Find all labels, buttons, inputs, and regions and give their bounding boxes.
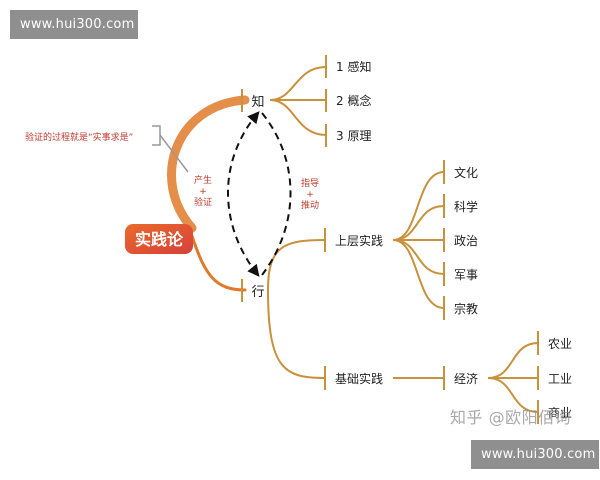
branch-upper-children — [392, 160, 445, 320]
attribution-watermark: 知乎 @欧阳佰询 — [450, 408, 572, 427]
economy-child-industry: 工业 — [548, 372, 572, 386]
upper-child-politics: 政治 — [454, 234, 478, 248]
produce-verify-line-3: 验证 — [194, 196, 212, 208]
branch-know-children — [269, 66, 327, 136]
know-child-3: 3 原理 — [336, 129, 371, 143]
base-practice-node: 基础实践 — [335, 371, 383, 386]
guide-drive-line-1: 指导 — [301, 177, 319, 189]
verify-callout — [152, 125, 189, 173]
site-watermark-bottom: www.hui300.com — [471, 440, 599, 469]
know-child-2: 2 概念 — [336, 93, 371, 108]
upper-child-military: 军事 — [454, 268, 478, 282]
practice-node: 行 — [251, 285, 264, 300]
base-child-economy: 经济 — [454, 371, 478, 386]
produce-verify-line-1: 产生 — [194, 174, 212, 186]
know-node: 知 — [251, 94, 264, 110]
upper-child-culture: 文化 — [454, 165, 478, 180]
root-node: 实践论 — [135, 230, 184, 249]
guide-drive-line-3: 推动 — [301, 199, 319, 211]
economy-child-agriculture: 农业 — [548, 337, 572, 351]
know-bracket-boxes — [241, 55, 327, 302]
branch-practice-children — [267, 228, 326, 390]
know-child-1: 1 感知 — [336, 59, 371, 74]
produce-verify-line-2: + — [199, 187, 207, 197]
upper-child-science: 科学 — [454, 199, 478, 214]
branch-base-children — [393, 331, 539, 424]
root-stem — [167, 95, 250, 292]
economy-child-commerce: 商业 — [548, 405, 572, 420]
upper-child-religion: 宗教 — [454, 301, 478, 316]
root-node-box — [125, 224, 193, 254]
upper-practice-node: 上层实践 — [335, 233, 383, 248]
verify-annotation: 验证的过程就是“实事求是” — [25, 131, 133, 143]
guide-drive-line-2: + — [306, 190, 314, 200]
know-practice-cycle — [227, 111, 292, 277]
site-watermark-top: www.hui300.com — [10, 10, 138, 39]
